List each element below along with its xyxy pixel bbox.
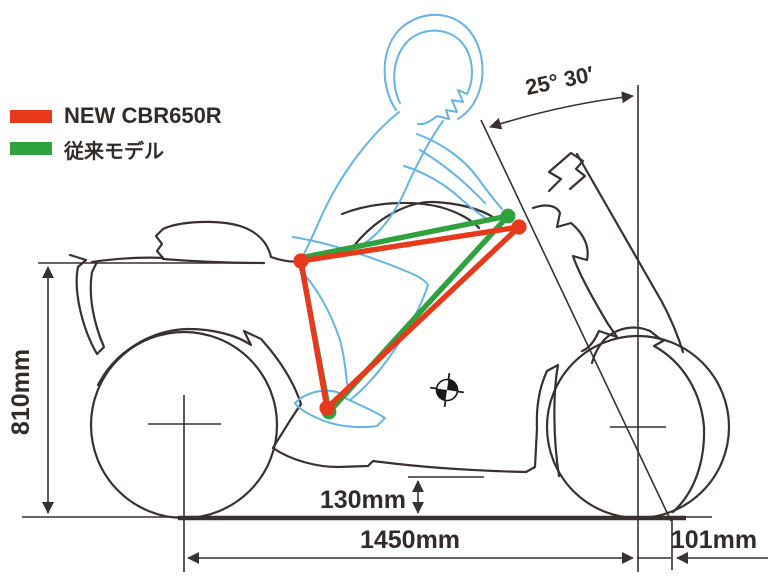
new-handlebar-point	[511, 219, 527, 235]
rear-hugger	[96, 327, 303, 406]
front-wheel	[545, 334, 731, 520]
legend-swatch-previous	[10, 142, 52, 155]
mirror	[547, 151, 587, 193]
tank-top-line	[340, 201, 481, 230]
far-arm	[419, 149, 486, 204]
calf-inner	[299, 269, 348, 385]
caster-angle-arc	[489, 91, 634, 130]
new-model-triangle	[298, 224, 522, 411]
legend-label-new: NEW CBR650R	[64, 103, 222, 128]
legend-swatch-new	[10, 110, 52, 123]
wheelbase-label: 1450mm	[360, 526, 460, 554]
rider-chest	[387, 120, 444, 221]
tail-cowl	[154, 220, 273, 260]
face-profile	[417, 89, 468, 126]
legend-label-previous: 従来モデル	[63, 139, 164, 163]
previous-handlebar-point	[500, 208, 516, 224]
steering-axis-line	[480, 119, 672, 522]
motorcycle-outline	[68, 151, 731, 520]
rider-back	[300, 111, 400, 261]
rider-outline	[292, 13, 503, 429]
front-fender-inner	[590, 326, 652, 365]
triangle-new-model	[293, 219, 527, 416]
helmet-outer	[383, 13, 484, 120]
arm-upper-line	[416, 133, 503, 210]
helmet-inner	[393, 29, 473, 104]
center-of-gravity-icon	[430, 373, 464, 407]
new-footpeg-point	[319, 400, 335, 416]
belly-pan	[271, 426, 539, 474]
arm-lower-line	[403, 165, 488, 220]
thigh-top	[292, 236, 429, 286]
lower-cowl-front	[535, 363, 561, 478]
trail-label: 101mm	[671, 526, 757, 554]
seat-height-label: 810mm	[7, 349, 35, 435]
cg-quadrant-bl	[436, 388, 447, 401]
legend: NEW CBR650R 従来モデル	[10, 103, 222, 163]
cg-quadrant-tr	[447, 379, 458, 392]
fairing-nose-line	[575, 152, 685, 354]
tail-underside	[161, 257, 266, 265]
caster-angle-label: 25° 30′	[523, 61, 596, 100]
shin	[349, 284, 429, 401]
headlight-fairing	[531, 204, 619, 353]
front-fender	[648, 329, 706, 514]
rear-fender-top	[90, 256, 165, 264]
ground-clearance-label: 130mm	[320, 486, 406, 514]
rear-mudguard	[68, 253, 106, 356]
new-seat-point	[293, 253, 309, 269]
fuel-tank	[351, 200, 495, 249]
rear-wheel	[89, 330, 279, 520]
triangle-previous-model	[297, 208, 516, 420]
